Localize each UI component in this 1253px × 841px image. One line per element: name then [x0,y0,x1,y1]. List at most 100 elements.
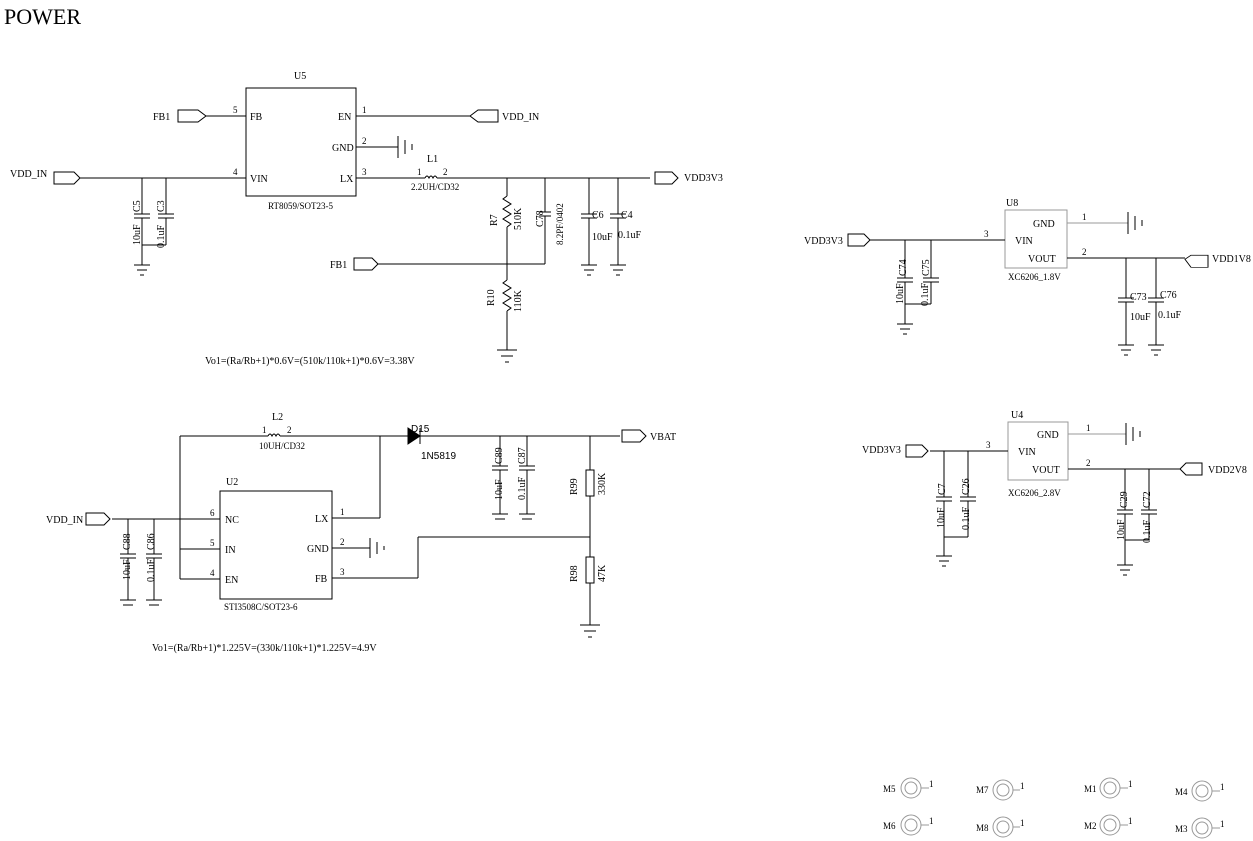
mounting-hole-m4[interactable]: M4 1 [1175,780,1225,802]
port-vdd3v3-out[interactable]: VDD3V3 [654,171,723,185]
l2-pin1: 1 [262,425,267,435]
mh-ref: M7 [976,785,989,795]
c86-value: 0.1uF [146,559,157,583]
c72-value: 0.1uF [1142,520,1153,544]
u2-pin6-num: 6 [210,508,215,518]
u5-part: RT8059/SOT23-5 [268,201,333,211]
sheet-title: POWER [4,4,81,29]
port-fb1-label: FB1 [330,260,347,271]
u5-pin4-num: 4 [233,167,238,177]
input-caps-u4: C7 10uF C26 0.1uF [936,451,976,567]
u2-pin2-num: 2 [340,537,345,547]
u5-pin2-name: GND [332,143,354,154]
c3-value: 0.1uF [156,225,167,249]
u4-ref: U4 [1011,410,1023,421]
output-caps-u2: C89 10uF C87 0.1uF [492,436,535,520]
port-vdd-in-u2[interactable]: VDD_IN [46,512,111,526]
u8-pin2-num: 2 [1082,247,1087,257]
boost-formula: Vo1=(Ra/Rb+1)*1.225V=(330k/110k+1)*1.225… [152,643,377,654]
c89-value: 10uF [494,479,505,500]
port-fb1-u5[interactable]: FB1 [153,109,207,123]
r98-body[interactable] [585,556,595,584]
mh-pin: 1 [929,816,934,826]
port-fb1-divider[interactable]: FB1 [330,257,379,271]
mh-pin: 1 [1020,818,1025,828]
u5-ref: U5 [294,71,306,82]
port-vdd-in-label: VDD_IN [10,169,47,180]
u5-pin5-name: FB [250,112,263,123]
port-vdd3v3-label: VDD3V3 [684,173,723,184]
port-vdd-in-label: VDD_IN [46,515,83,526]
u2-body[interactable] [219,490,333,600]
mounting-hole-m6[interactable]: M6 1 [883,814,934,836]
c3-ref: C3 [156,200,167,212]
port-vdd3v3-label: VDD3V3 [804,236,843,247]
inductor-l2[interactable]: L2 1 2 10UH/CD32 [259,412,408,451]
u2-pin6-name: NC [225,515,239,526]
mh-ref: M1 [1084,784,1097,794]
mounting-hole-m5[interactable]: M5 1 [883,777,934,799]
r99-body[interactable] [585,469,595,497]
u5-pin5-num: 5 [233,105,238,115]
port-vbat-label: VBAT [650,432,676,443]
mounting-hole-m2[interactable]: M2 1 [1084,814,1133,836]
u2-part: STI3508C/SOT23-6 [224,602,298,612]
u8-pin3-num: 3 [984,229,989,239]
c75-ref: C75 [921,259,932,276]
c26-value: 0.1uF [961,507,972,531]
c89-ref: C89 [494,447,505,464]
port-vdd3v3-u4[interactable]: VDD3V3 [862,444,929,458]
u2-pin4-name: EN [225,575,238,586]
u4-pin1-num: 1 [1086,423,1091,433]
c88-value: 10uF [122,559,133,580]
buck-formula: Vo1=(Ra/Rb+1)*0.6V=(510k/110k+1)*0.6V=3.… [205,356,415,367]
u2-boost-section: U2 STI3508C/SOT23-6 6 NC 5 IN 4 EN 1 LX … [112,435,590,612]
c5-value: 10uF [132,224,143,245]
feedback-divider-u2: R99 330K R98 47K [569,436,608,638]
diode-d15[interactable]: D15 1N5819 [407,424,620,462]
mh-pin: 1 [1020,781,1025,791]
input-caps-u5: C5 10uF C3 0.1uF [132,178,174,276]
r99-value: 330K [597,472,608,495]
mh-pin: 1 [1128,779,1133,789]
feedback-divider-u5: R7 510K R10 110K C78 8.2PF/0402 [378,178,565,363]
inductor-l1[interactable]: L1 1 2 2.2UH/CD32 [411,154,650,192]
port-vdd2v8[interactable]: VDD2V8 [1179,462,1247,476]
c6-value: 10uF [592,232,613,243]
u2-pin1-num: 1 [340,507,345,517]
mounting-hole-m3[interactable]: M3 1 [1175,817,1225,839]
l1-ref: L1 [427,154,438,165]
port-vdd1v8[interactable]: VDD1V8 [1184,254,1251,268]
input-caps-u8: C74 10uF C75 0.1uF [895,240,939,335]
c73-value: 10uF [1130,312,1151,323]
u8-body[interactable] [1004,209,1068,269]
u5-pin4-name: VIN [250,174,268,185]
u5-buck-section: U5 RT8059/SOT23-5 5 FB 4 VIN 1 EN 2 GND … [90,71,470,211]
port-vdd-in-en[interactable]: VDD_IN [469,109,539,123]
r98-ref: R98 [569,565,580,582]
port-vbat[interactable]: VBAT [621,429,676,443]
u2-pin2-name: GND [307,544,329,555]
mounting-hole-m1[interactable]: M1 1 [1084,777,1133,799]
port-vdd-in-u5[interactable]: VDD_IN [10,169,90,185]
c78-value: 8.2PF/0402 [555,203,565,245]
u8-pin2-name: VOUT [1028,254,1056,265]
l2-ref: L2 [272,412,283,423]
r98-value: 47K [597,564,608,582]
port-vdd3v3-u8[interactable]: VDD3V3 [804,233,871,247]
u5-body[interactable] [245,87,357,197]
r10-ref: R10 [486,289,497,306]
c26-ref: C26 [961,478,972,495]
u4-pin2-name: VOUT [1032,465,1060,476]
mounting-hole-m7[interactable]: M7 1 [976,779,1025,801]
u2-pin5-num: 5 [210,538,215,548]
u5-pin3-num: 3 [362,167,367,177]
u5-pin1-name: EN [338,112,351,123]
u5-pin3-name: LX [340,174,354,185]
u2-pin3-num: 3 [340,567,345,577]
c4-ref: C4 [621,210,633,221]
c87-ref: C87 [517,447,528,464]
u4-body[interactable] [1007,421,1069,481]
mounting-hole-m8[interactable]: M8 1 [976,816,1025,838]
mh-pin: 1 [1220,782,1225,792]
